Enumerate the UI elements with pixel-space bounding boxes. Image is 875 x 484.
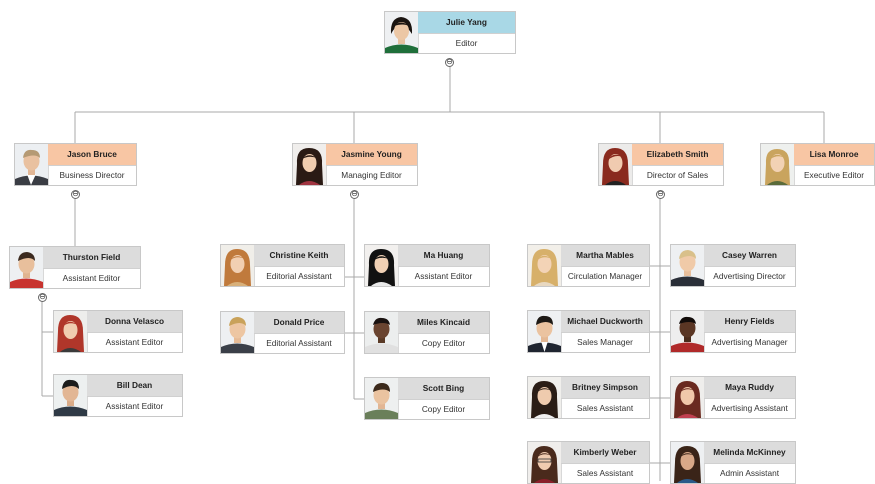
org-node-donna-velasco[interactable]: Donna Velasco Assistant Editor — [53, 310, 183, 353]
node-name: Britney Simpson — [561, 377, 649, 399]
node-name: Elizabeth Smith — [632, 144, 723, 166]
org-node-bill-dean[interactable]: Bill Dean Assistant Editor — [53, 374, 183, 417]
node-title: Advertising Assistant — [711, 403, 788, 413]
org-node-lisa-monroe[interactable]: Lisa Monroe Executive Editor — [760, 143, 875, 186]
node-name: Thurston Field — [43, 247, 140, 269]
node-name: Kimberly Weber — [561, 442, 649, 464]
avatar-photo — [528, 311, 562, 352]
avatar-photo — [15, 144, 49, 185]
node-title: Advertising Manager — [711, 337, 788, 347]
avatar-photo — [528, 442, 562, 483]
node-name: Christine Keith — [254, 245, 344, 267]
collapse-toggle-icon[interactable]: ⊖ — [350, 189, 359, 199]
node-title: Admin Assistant — [719, 468, 780, 478]
node-title: Copy Editor — [421, 404, 466, 414]
avatar-photo — [671, 442, 705, 483]
node-title: Copy Editor — [421, 338, 466, 348]
node-name: Julie Yang — [418, 12, 515, 34]
node-name: Jasmine Young — [326, 144, 417, 166]
avatar-photo — [365, 312, 399, 353]
org-node-ma-huang[interactable]: Ma Huang Assistant Editor — [364, 244, 490, 287]
node-title: Advertising Director — [713, 271, 786, 281]
avatar-photo — [671, 245, 705, 286]
avatar-photo — [599, 144, 633, 185]
node-title: Editorial Assistant — [266, 271, 332, 281]
avatar-photo — [528, 245, 562, 286]
avatar-photo — [671, 377, 705, 418]
node-title: Sales Assistant — [576, 403, 634, 413]
node-name: Miles Kincaid — [398, 312, 489, 334]
org-node-elizabeth-smith[interactable]: Elizabeth Smith Director of Sales — [598, 143, 724, 186]
node-title: Assistant Editor — [105, 337, 164, 347]
org-node-melinda-mckinney[interactable]: Melinda McKinney Admin Assistant — [670, 441, 796, 484]
avatar-photo — [293, 144, 327, 185]
org-node-henry-fields[interactable]: Henry Fields Advertising Manager — [670, 310, 796, 353]
node-name: Bill Dean — [87, 375, 182, 397]
org-node-scott-bing[interactable]: Scott Bing Copy Editor — [364, 377, 490, 420]
collapse-toggle-icon[interactable]: ⊖ — [38, 292, 47, 302]
node-name: Melinda McKinney — [704, 442, 795, 464]
org-node-martha-mables[interactable]: Martha Mables Circulation Manager — [527, 244, 650, 287]
org-node-thurston-field[interactable]: Thurston Field Assistant Editor — [9, 246, 141, 289]
node-title: Sales Assistant — [576, 468, 634, 478]
org-node-kimberly-weber[interactable]: Kimberly Weber Sales Assistant — [527, 441, 650, 484]
collapse-toggle-icon[interactable]: ⊖ — [71, 189, 80, 199]
org-node-michael-duckworth[interactable]: Michael Duckworth Sales Manager — [527, 310, 650, 353]
org-node-casey-warren[interactable]: Casey Warren Advertising Director — [670, 244, 796, 287]
node-title: Editor — [455, 38, 478, 48]
node-name: Ma Huang — [398, 245, 489, 267]
org-node-jasmine-young[interactable]: Jasmine Young Managing Editor — [292, 143, 418, 186]
node-name: Michael Duckworth — [561, 311, 649, 333]
collapse-toggle-icon[interactable]: ⊖ — [656, 189, 665, 199]
avatar-photo — [10, 247, 44, 288]
node-name: Casey Warren — [704, 245, 795, 267]
node-name: Jason Bruce — [48, 144, 136, 166]
node-title: Managing Editor — [341, 170, 402, 180]
org-node-christine-keith[interactable]: Christine Keith Editorial Assistant — [220, 244, 345, 287]
avatar-photo — [528, 377, 562, 418]
org-node-miles-kincaid[interactable]: Miles Kincaid Copy Editor — [364, 311, 490, 354]
org-node-britney-simpson[interactable]: Britney Simpson Sales Assistant — [527, 376, 650, 419]
node-title: Executive Editor — [804, 170, 864, 180]
node-title: Circulation Manager — [567, 271, 643, 281]
avatar-photo — [54, 311, 88, 352]
node-title: Business Director — [59, 170, 125, 180]
avatar-photo — [365, 245, 399, 286]
node-title: Director of Sales — [646, 170, 709, 180]
node-name: Donald Price — [254, 312, 344, 334]
node-name: Lisa Monroe — [794, 144, 874, 166]
node-title: Assistant Editor — [62, 273, 121, 283]
avatar-photo — [671, 311, 705, 352]
org-node-jason-bruce[interactable]: Jason Bruce Business Director — [14, 143, 137, 186]
node-name: Scott Bing — [398, 378, 489, 400]
node-title: Editorial Assistant — [266, 338, 332, 348]
org-node-maya-ruddy[interactable]: Maya Ruddy Advertising Assistant — [670, 376, 796, 419]
node-name: Martha Mables — [561, 245, 649, 267]
avatar-photo — [385, 12, 419, 53]
node-name: Henry Fields — [704, 311, 795, 333]
collapse-toggle-icon[interactable]: ⊖ — [445, 57, 454, 67]
avatar-photo — [221, 245, 255, 286]
node-title: Assistant Editor — [414, 271, 473, 281]
org-node-donald-price[interactable]: Donald Price Editorial Assistant — [220, 311, 345, 354]
avatar-photo — [761, 144, 795, 185]
org-node-julie-yang[interactable]: Julie Yang Editor — [384, 11, 516, 54]
avatar-photo — [54, 375, 88, 416]
node-name: Donna Velasco — [87, 311, 182, 333]
avatar-photo — [221, 312, 255, 353]
avatar-photo — [365, 378, 399, 419]
node-title: Assistant Editor — [105, 401, 164, 411]
node-title: Sales Manager — [577, 337, 633, 347]
node-name: Maya Ruddy — [704, 377, 795, 399]
